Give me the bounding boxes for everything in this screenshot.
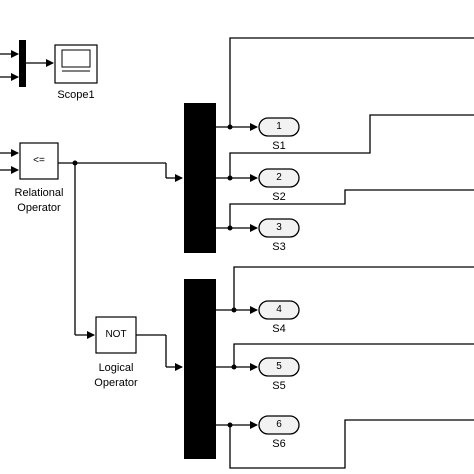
branch-point [72,160,78,166]
lower-branch-points [227,307,237,428]
relop-input-lines [0,149,19,174]
relational-operator-block[interactable] [19,142,59,180]
lower-demux-wires [216,266,474,469]
outport-5-label: S5 [272,380,286,392]
top-mux-signal-lines [0,50,54,81]
outport-5 [258,357,300,377]
outport-1-number: 1 [276,121,282,132]
demux-block-upper[interactable] [184,103,216,253]
outport-6-label: S6 [272,438,286,450]
outport-4-number: 4 [276,304,282,315]
relop-output-lines [58,162,183,339]
outport-5-number: 5 [276,361,282,372]
relational-operator-symbol: <= [33,155,45,166]
outport-3-number: 3 [276,222,282,233]
scope-block[interactable] [54,44,98,84]
outport-1-label: S1 [272,140,286,152]
outport-4-label: S4 [272,323,286,335]
outport-3 [258,218,300,238]
demux-block-lower[interactable] [184,279,216,459]
upper-demux-wires [216,37,474,232]
relational-operator-label-1: Relational [14,187,64,199]
relational-operator-label-2: Operator [17,202,61,214]
logop-output-lines [136,334,183,371]
scope-label: Scope1 [57,89,95,101]
outport-1 [258,117,300,137]
outport-2-number: 2 [276,172,282,183]
outport-3-label: S3 [272,241,286,253]
logical-operator-label-2: Operator [94,377,138,389]
logical-operator-symbol: NOT [105,329,127,340]
top-mux-block[interactable] [19,40,26,87]
outport-4 [258,300,300,320]
upper-branch-points [227,124,233,231]
outport-6-number: 6 [276,419,282,430]
scope-screen-icon [61,49,91,68]
outport-2-label: S2 [272,191,286,203]
outport-shapes[interactable] [258,117,300,435]
outport-6 [258,415,300,435]
outport-2 [258,168,300,188]
logical-operator-label-1: Logical [98,362,134,374]
